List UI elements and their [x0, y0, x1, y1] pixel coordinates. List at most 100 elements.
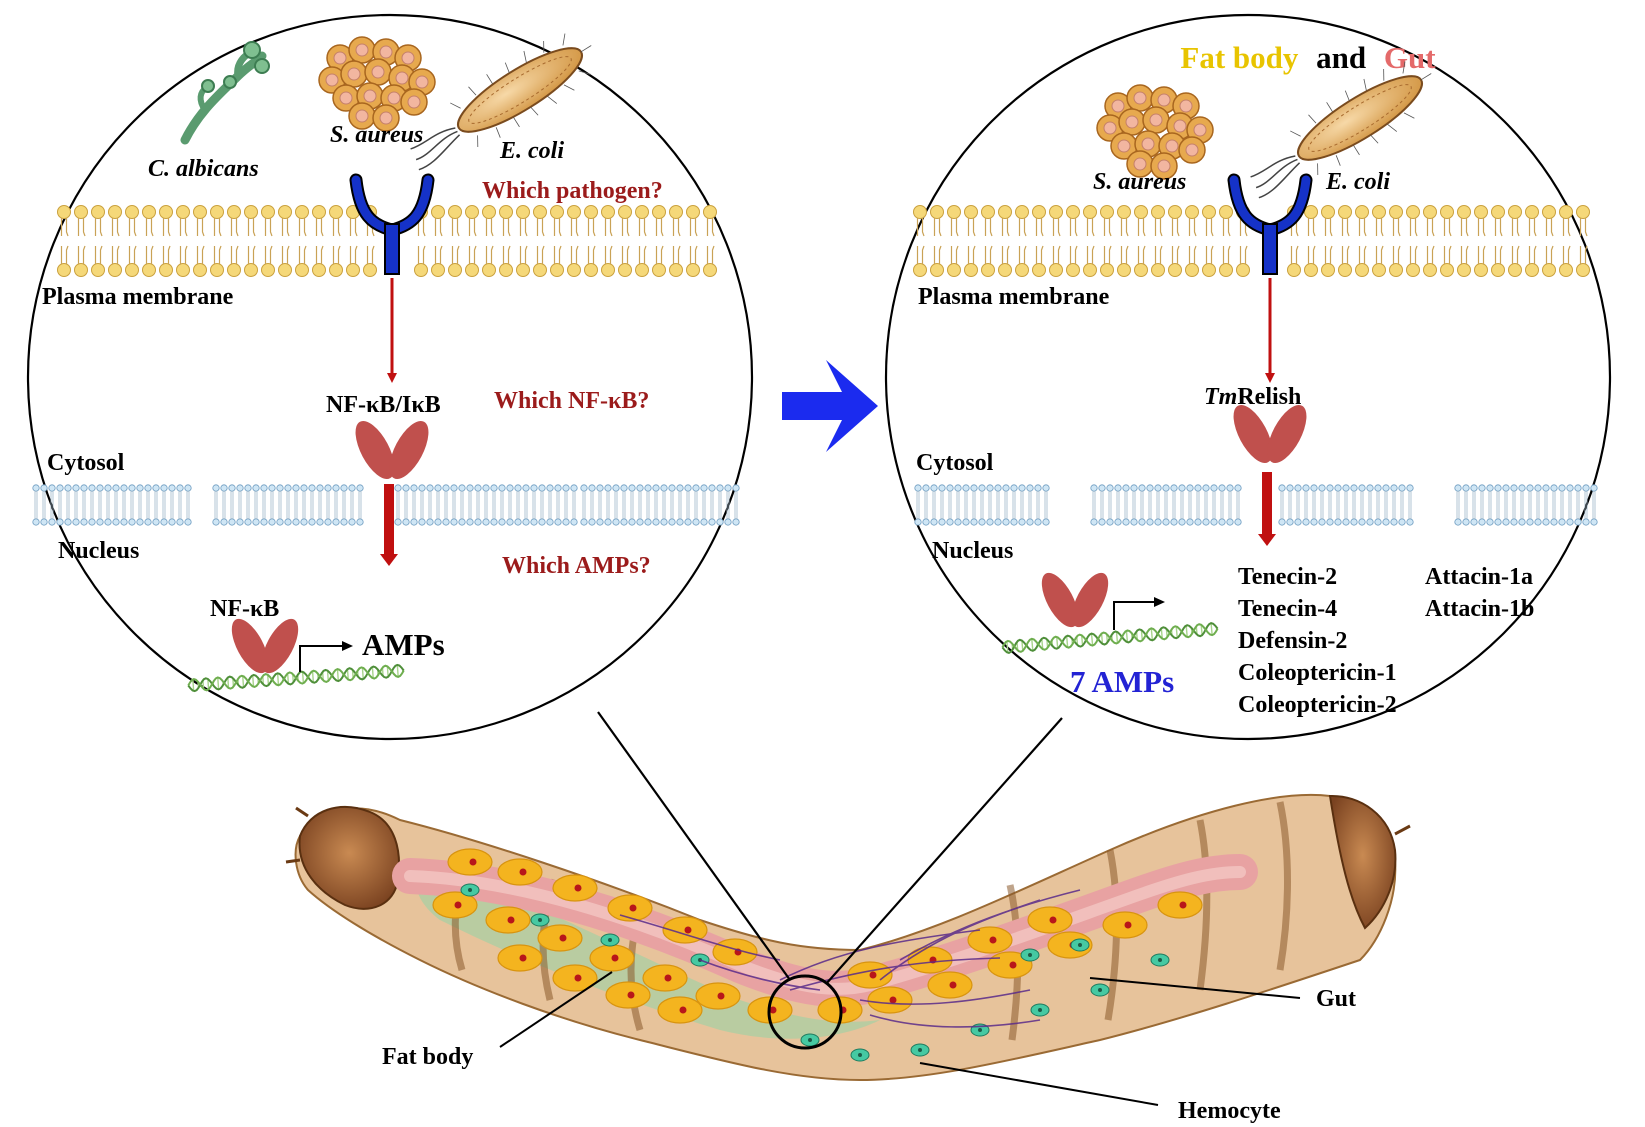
lipid-head [686, 263, 700, 277]
hemocyte-leader [919, 1062, 1159, 1106]
lipid-head [346, 263, 360, 277]
lipid-head [703, 263, 717, 277]
lipid-head [1474, 205, 1488, 219]
which-pathogen-label: Which pathogen? [482, 178, 663, 204]
lipid-head [227, 205, 241, 219]
lipid-head [1151, 263, 1165, 277]
lipid-head [1457, 263, 1471, 277]
lipid-head [550, 263, 564, 277]
lipid-head [930, 205, 944, 219]
lipid-head [1559, 263, 1573, 277]
lipid-head [1185, 205, 1199, 219]
lipid-head [930, 263, 944, 277]
lipid-head [1542, 263, 1556, 277]
transcription-arrow [299, 641, 353, 672]
lipid-head [998, 263, 1012, 277]
lipid-head [1525, 205, 1539, 219]
lipid-head [329, 205, 343, 219]
lipid-head [1066, 263, 1080, 277]
lipid-head [295, 263, 309, 277]
lipid-head [1338, 263, 1352, 277]
lipid-head [1576, 263, 1590, 277]
lipid-head [1559, 205, 1573, 219]
lipid-head [142, 263, 156, 277]
lipid-head [278, 263, 292, 277]
lipid-head [210, 205, 224, 219]
lipid-head [533, 205, 547, 219]
lipid-head [1202, 263, 1216, 277]
plasma-membrane-label: Plasma membrane [42, 284, 234, 310]
lipid-head [295, 205, 309, 219]
amp-list-2: Attacin-1a Attacin-1b [1425, 564, 1534, 622]
amp-item: Attacin-1b [1425, 596, 1534, 622]
panel-title: Fat body and Gut [1180, 40, 1436, 75]
amp-item: Defensin-2 [1238, 628, 1347, 654]
lipid-head [74, 263, 88, 277]
lipid-head [1032, 205, 1046, 219]
cytosol-label: Cytosol [916, 450, 994, 476]
lipid-head [1321, 205, 1335, 219]
tmrelish-label: TmRelish [1204, 384, 1301, 410]
amp-item: Coleoptericin-2 [1238, 692, 1397, 718]
which-amps-label: Which AMPs? [502, 553, 651, 579]
candida-albicans-icon [180, 41, 270, 145]
relish-text: Relish [1237, 384, 1301, 410]
dna-strand [187, 663, 405, 693]
lipid-head [431, 205, 445, 219]
lipid-head [1457, 205, 1471, 219]
lipid-head [686, 205, 700, 219]
lipid-head [499, 205, 513, 219]
e-coli-icon [410, 33, 592, 171]
lipid-head [1100, 205, 1114, 219]
lipid-head [108, 205, 122, 219]
lipid-head [1049, 205, 1063, 219]
lipid-head [1083, 205, 1097, 219]
cytosol-label: Cytosol [47, 450, 125, 476]
nucleus-label: Nucleus [932, 538, 1013, 564]
amp-item: Tenecin-4 [1238, 596, 1337, 622]
lipid-head [1542, 205, 1556, 219]
lipid-head [91, 263, 105, 277]
lipid-head [516, 205, 530, 219]
lipid-head [1440, 263, 1454, 277]
lipid-head [176, 263, 190, 277]
lipid-head [1576, 205, 1590, 219]
lipid-head [312, 263, 326, 277]
lipid-head [1117, 205, 1131, 219]
nucleus-label: Nucleus [58, 538, 139, 564]
lipid-head [584, 205, 598, 219]
lipid-head [635, 263, 649, 277]
lipid-head [703, 205, 717, 219]
nfkb-dimer-icon [355, 420, 429, 480]
lipid-head [142, 205, 156, 219]
zoom-connector-left [597, 711, 791, 981]
nfkb-ikb-label: NF-κB/IκB [326, 392, 441, 418]
lipid-head [176, 205, 190, 219]
lipid-head [261, 263, 275, 277]
tracheal-fibers [619, 889, 1081, 1028]
lipid-head [414, 263, 428, 277]
lipid-head [1423, 263, 1437, 277]
zoom-focus-circle [767, 974, 843, 1050]
lipid-head [913, 205, 927, 219]
receptor-icon [1227, 173, 1313, 275]
right-panel: Fat body and Gut [884, 13, 1612, 741]
lipid-head [1236, 263, 1250, 277]
lipid-head [363, 263, 377, 277]
ecoli-label: E. coli [499, 138, 564, 164]
lipid-head [964, 263, 978, 277]
lipid-head [981, 205, 995, 219]
lipid-head [482, 263, 496, 277]
lipid-head [329, 263, 343, 277]
lipid-head [913, 263, 927, 277]
lipid-head [1491, 205, 1505, 219]
lipid-head [567, 263, 581, 277]
lipid-head [1185, 263, 1199, 277]
lipid-head [465, 205, 479, 219]
amp-count-label: 7 AMPs [1070, 664, 1174, 699]
title-gut: Gut [1384, 40, 1436, 75]
amp-list-1: Tenecin-2 Tenecin-4 Defensin-2 Coleopter… [1238, 564, 1397, 718]
lipid-head [947, 263, 961, 277]
lipid-head [244, 263, 258, 277]
